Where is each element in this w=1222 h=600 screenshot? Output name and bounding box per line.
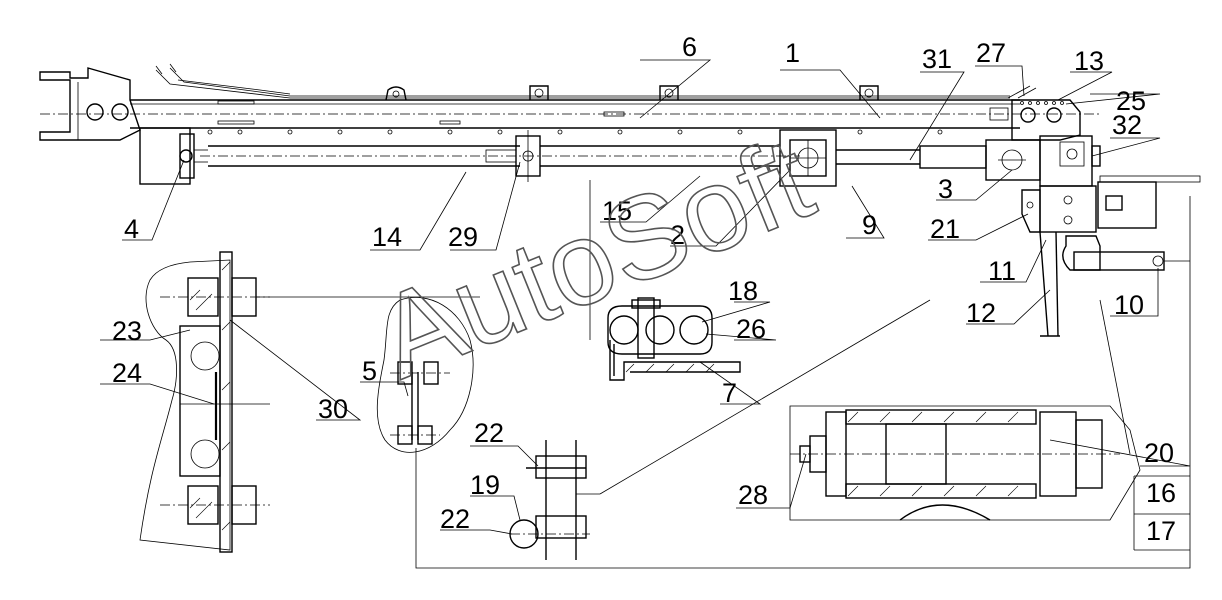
callout-5: 5 [362,356,377,386]
callout-22-upper: 22 [474,418,504,448]
callout-26: 26 [736,314,766,344]
callout-30: 30 [318,394,348,424]
callout-11: 11 [988,256,1016,286]
main-beam [39,63,1100,141]
callout-4: 4 [124,214,139,244]
shaft-assembly [139,127,1101,187]
callout-13: 13 [1074,46,1104,76]
detail-bracket [376,297,474,453]
callout-3: 3 [938,174,953,204]
callout-10: 10 [1114,290,1144,320]
callout-28: 28 [738,480,768,510]
callout-14: 14 [372,222,402,252]
leader-lines [100,59,1191,551]
callout-12: 12 [966,298,996,328]
right-support [1021,175,1201,337]
callout-25: 25 [1116,86,1146,116]
callout-27: 27 [976,38,1006,68]
callout-29: 29 [448,222,478,252]
callout-9: 9 [862,210,877,240]
callout-20: 20 [1144,438,1174,468]
callout-2: 2 [670,220,685,250]
detail-flange [139,251,480,553]
callout-21: 21 [930,214,960,244]
callout-19: 19 [470,470,500,500]
callout-18: 18 [728,276,758,306]
detail-hose-clamp [607,297,741,381]
callout-6: 6 [682,32,697,62]
callout-32: 32 [1112,110,1142,140]
callout-labels: 1 2 3 4 5 6 7 9 10 11 12 13 14 15 16 17 … [112,32,1176,546]
callout-17: 17 [1146,516,1176,546]
callout-7: 7 [722,378,737,408]
detail-pipe-support [509,299,931,560]
detail-bearing [415,180,1191,569]
callout-1: 1 [785,38,800,68]
callout-15: 15 [602,196,632,226]
callout-31: 31 [922,44,952,74]
callout-23: 23 [112,316,142,346]
callout-24: 24 [112,358,142,388]
callout-16: 16 [1146,478,1176,508]
callout-22-lower: 22 [440,504,470,534]
